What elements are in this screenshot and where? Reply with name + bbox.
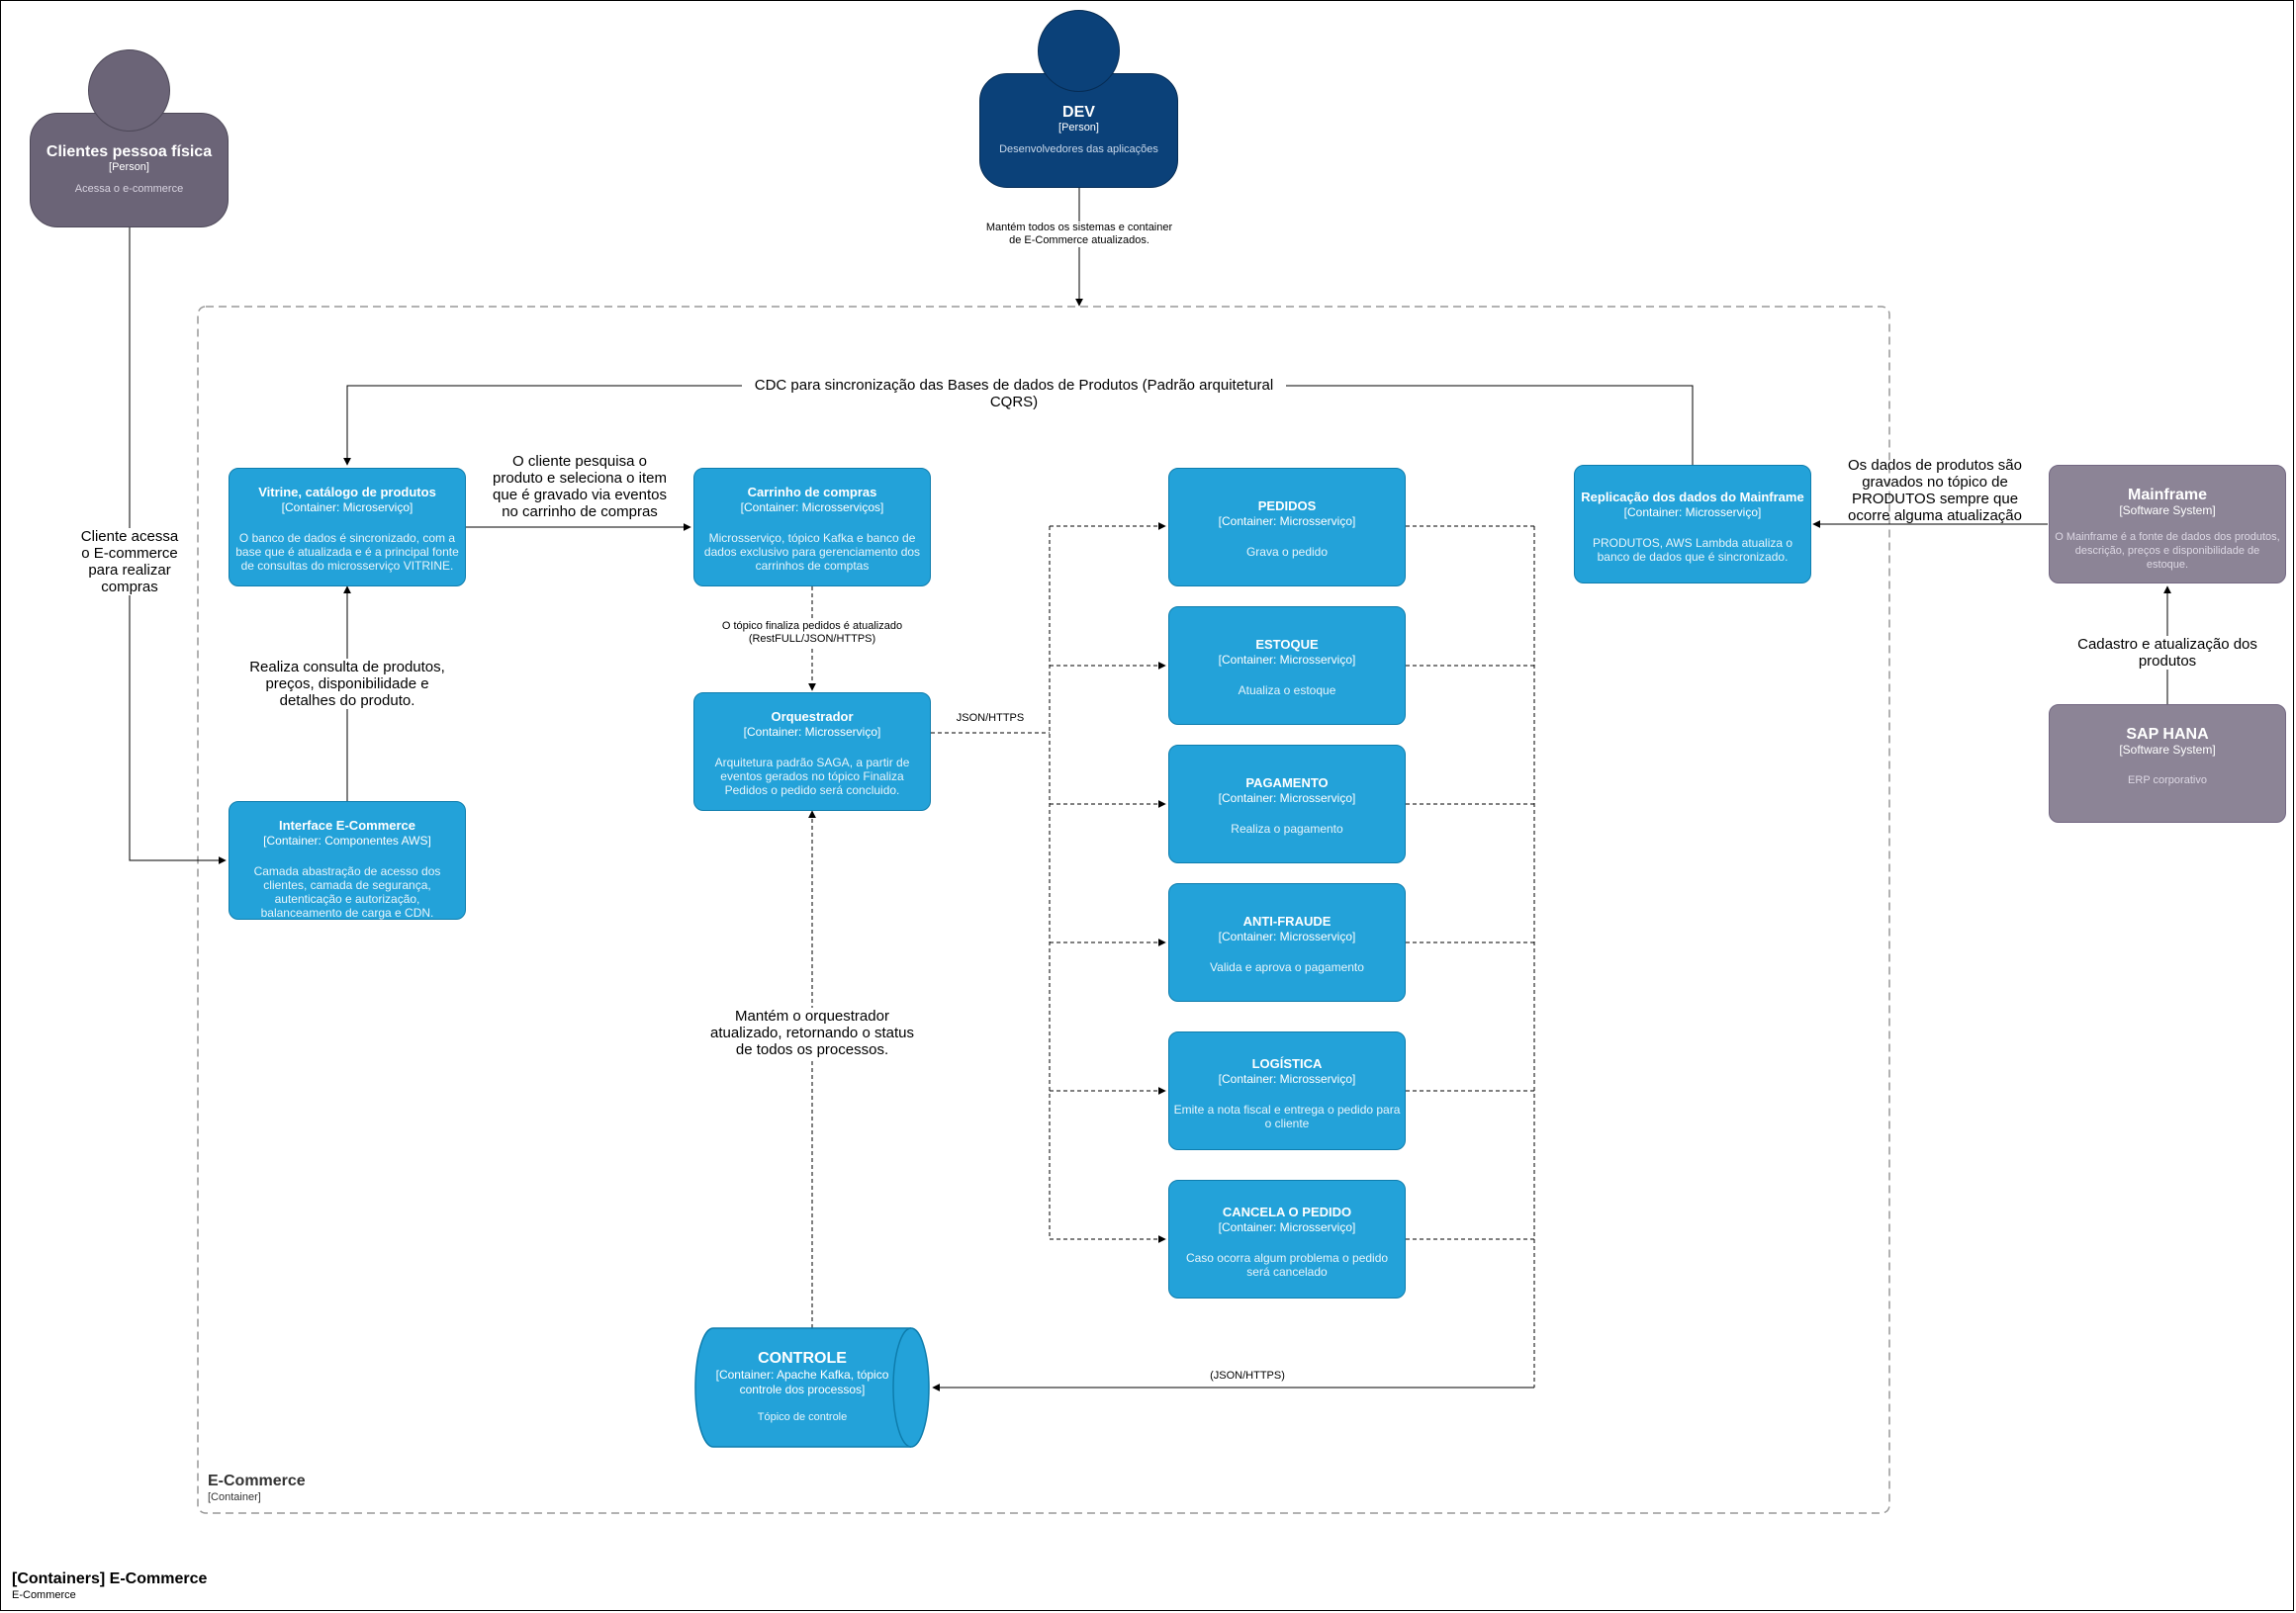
container-carrinho-type: [Container: Microsserviços] (740, 500, 884, 514)
container-interface-type: [Container: Componentes AWS] (263, 834, 431, 848)
container-interface-desc: Camada abastração de acesso dos clientes… (253, 864, 441, 920)
system-mainframe-name: Mainframe (2127, 487, 2208, 503)
container-carrinho-name: Carrinho de compras (747, 485, 877, 499)
system-mainframe[interactable]: Mainframe [Software System] O Mainframe … (2049, 465, 2286, 583)
label-orquestrador-out: JSON/HTTPS (956, 712, 1025, 724)
label-mainframe-replicacao: Os dados de produtos são gravados no tóp… (1848, 457, 2022, 524)
container-pedidos-type: [Container: Microsserviço] (1218, 514, 1356, 528)
container-pedidos-desc: Grava o pedido (1245, 545, 1329, 559)
container-replicacao-name: Replicação dos dados do Mainframe (1581, 490, 1804, 504)
person-dev-desc: Desenvolvedores das aplicações (999, 143, 1158, 155)
container-pagamento[interactable]: PAGAMENTO [Container: Microsserviço] Rea… (1168, 745, 1406, 863)
container-estoque-name: ESTOQUE (1255, 637, 1319, 652)
person-dev-name: DEV (1062, 104, 1095, 121)
container-logistica[interactable]: LOGÍSTICA [Container: Microsserviço] Emi… (1168, 1031, 1406, 1150)
container-carrinho-desc: Microsserviço, tópico Kafka e banco de d… (703, 531, 921, 573)
person-dev-head (1038, 10, 1120, 92)
container-vitrine-type: [Container: Microserviço] (281, 500, 413, 514)
label-vitrine-carrinho: O cliente pesquisa o produto e seleciona… (493, 453, 667, 520)
boundary-name: E-Commerce (208, 1473, 306, 1489)
system-saphana[interactable]: SAP HANA [Software System] ERP corporati… (2049, 704, 2286, 823)
container-controle-type: [Container: Apache Kafka, tópico control… (715, 1368, 889, 1396)
container-interface-name: Interface E-Commerce (279, 818, 415, 833)
container-orquestrador-type: [Container: Microsserviço] (743, 725, 881, 739)
diagram-title: [Containers] E-Commerce (12, 1570, 208, 1587)
system-saphana-name: SAP HANA (2126, 726, 2209, 743)
container-pagamento-desc: Realiza o pagamento (1231, 822, 1343, 836)
container-cancela-desc: Caso ocorra algum problema o pedido será… (1185, 1251, 1389, 1279)
diagram-subtitle: E-Commerce (12, 1589, 76, 1601)
system-mainframe-type: [Software System] (2119, 503, 2216, 517)
system-saphana-desc: ERP corporativo (2128, 774, 2207, 786)
container-vitrine-desc: O banco de dados é sincronizado, com a b… (235, 531, 459, 573)
container-cancela[interactable]: CANCELA O PEDIDO [Container: Microsservi… (1168, 1180, 1406, 1299)
cliente-interface-line (129, 227, 227, 864)
label-saphana-mainframe: Cadastro e atualização dos produtos (2049, 636, 2286, 670)
container-controle-name: CONTROLE (758, 1350, 847, 1367)
container-controle[interactable]: CONTROLE [Container: Apache Kafka, tópic… (703, 1328, 901, 1447)
container-logistica-name: LOGÍSTICA (1251, 1056, 1323, 1071)
container-vitrine-name: Vitrine, catálogo de produtos (258, 485, 436, 499)
container-interface[interactable]: Interface E-Commerce [Container: Compone… (229, 801, 466, 920)
container-orquestrador-desc: Arquitetura padrão SAGA, a partir de eve… (714, 756, 910, 797)
container-vitrine[interactable]: Vitrine, catálogo de produtos [Container… (229, 468, 466, 586)
container-pedidos-name: PEDIDOS (1257, 498, 1317, 513)
label-interface-vitrine: Realiza consulta de produtos, preços, di… (233, 659, 461, 709)
container-estoque-desc: Atualiza o estoque (1238, 683, 1336, 697)
container-controle-desc: Tópico de controle (757, 1411, 848, 1423)
label-cliente-interface: Cliente acessa o E-commerce para realiza… (70, 528, 189, 595)
container-estoque-type: [Container: Microsserviço] (1218, 653, 1356, 667)
container-antifraude[interactable]: ANTI-FRAUDE [Container: Microsserviço] V… (1168, 883, 1406, 1002)
person-clientes-type: [Person] (109, 161, 149, 173)
container-logistica-type: [Container: Microsserviço] (1218, 1072, 1356, 1086)
label-cdc: CDC para sincronização das Bases de dado… (742, 377, 1286, 410)
container-estoque[interactable]: ESTOQUE [Container: Microsserviço] Atual… (1168, 606, 1406, 725)
container-cancela-type: [Container: Microsserviço] (1218, 1220, 1356, 1234)
person-clientes: Clientes pessoa física [Person] Acessa o… (30, 113, 229, 227)
system-mainframe-desc: O Mainframe é a fonte de dados dos produ… (2055, 531, 2280, 571)
person-clientes-name: Clientes pessoa física (46, 143, 213, 160)
controle-cylinder (694, 1327, 930, 1448)
container-pedidos[interactable]: PEDIDOS [Container: Microsserviço] Grava… (1168, 468, 1406, 586)
container-orquestrador[interactable]: Orquestrador [Container: Microsserviço] … (693, 692, 931, 811)
label-controle-orquestrador: Mantém o orquestrador atualizado, retorn… (703, 1008, 921, 1058)
label-dev-boundary: Mantém todos os sistemas e container de … (970, 222, 1188, 247)
system-saphana-type: [Software System] (2119, 743, 2216, 757)
container-antifraude-desc: Valida e aprova o pagamento (1210, 960, 1364, 974)
container-carrinho[interactable]: Carrinho de compras [Container: Microsse… (693, 468, 931, 586)
container-pagamento-type: [Container: Microsserviço] (1218, 791, 1356, 805)
ecommerce-boundary (197, 306, 1890, 1514)
person-clientes-head (88, 49, 170, 132)
container-cancela-name: CANCELA O PEDIDO (1222, 1205, 1352, 1219)
boundary-type: [Container] (208, 1491, 261, 1503)
person-dev: DEV [Person] Desenvolvedores das aplicaç… (979, 73, 1178, 188)
label-services-controle: (JSON/HTTPS) (1210, 1370, 1285, 1382)
container-replicacao[interactable]: Replicação dos dados do Mainframe [Conta… (1574, 465, 1811, 583)
label-carrinho-orquestrador: O tópico finaliza pedidos é atualizado (… (693, 620, 931, 646)
container-antifraude-type: [Container: Microsserviço] (1218, 930, 1356, 943)
container-replicacao-type: [Container: Microsserviço] (1623, 505, 1762, 519)
container-logistica-desc: Emite a nota fiscal e entrega o pedido p… (1173, 1103, 1401, 1130)
container-antifraude-name: ANTI-FRAUDE (1242, 914, 1332, 929)
container-replicacao-desc: PRODUTOS, AWS Lambda atualiza o banco de… (1592, 536, 1793, 564)
person-clientes-desc: Acessa o e-commerce (74, 183, 184, 195)
person-dev-type: [Person] (1058, 122, 1099, 134)
services-out-lines (1406, 525, 1534, 1240)
container-orquestrador-name: Orquestrador (771, 709, 854, 724)
container-pagamento-name: PAGAMENTO (1245, 775, 1329, 790)
